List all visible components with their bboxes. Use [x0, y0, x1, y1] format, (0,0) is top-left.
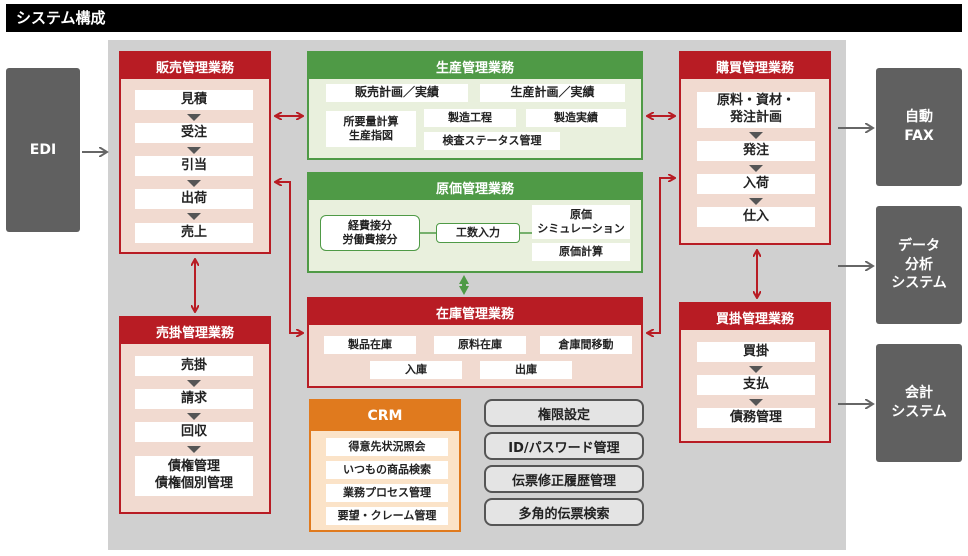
production-item: 所要量計算 生産指図 — [326, 111, 416, 147]
production-item: 販売計画／実績 — [326, 84, 468, 102]
id-password-management: ID/パスワード管理 — [484, 432, 644, 460]
analysis-box: データ 分析 システム — [876, 206, 962, 324]
fax-box: 自動 FAX — [876, 68, 962, 186]
crm-title: CRM — [311, 401, 459, 431]
crm-item: 得意先状況照会 — [326, 438, 448, 456]
receivable-step: 債権管理 債権個別管理 — [135, 456, 253, 496]
sales-step: 出荷 — [135, 189, 253, 209]
cost-title: 原価管理業務 — [309, 174, 641, 200]
production-title: 生産管理業務 — [309, 53, 641, 79]
purchase-step: 入荷 — [697, 174, 815, 194]
payable-step: 買掛 — [697, 342, 815, 362]
production-item: 生産計画／実績 — [480, 84, 625, 102]
flow-arrow-icon — [187, 413, 201, 420]
flow-arrow-icon — [187, 380, 201, 387]
receivable-step: 回収 — [135, 422, 253, 442]
inventory-item: 倉庫間移動 — [540, 336, 632, 354]
flow-arrow-icon — [749, 198, 763, 205]
purchase-step: 発注 — [697, 141, 815, 161]
purchase-step: 原料・資材・ 発注計画 — [697, 92, 815, 128]
sales-step: 売上 — [135, 223, 253, 243]
page-title: システム構成 — [6, 4, 962, 32]
crm-item: 業務プロセス管理 — [326, 484, 448, 502]
slip-revision-history: 伝票修正履歴管理 — [484, 465, 644, 493]
accounting-box: 会計 システム — [876, 344, 962, 462]
inventory-title: 在庫管理業務 — [309, 299, 641, 325]
flow-arrow-icon — [749, 399, 763, 406]
crm-item: いつもの商品検索 — [326, 461, 448, 479]
receivable-step: 売掛 — [135, 356, 253, 376]
crm-item: 要望・クレーム管理 — [326, 507, 448, 525]
payable-step: 債務管理 — [697, 408, 815, 428]
sales-step: 受注 — [135, 123, 253, 143]
production-item: 製造工程 — [424, 109, 516, 127]
inventory-item: 出庫 — [480, 361, 572, 379]
flow-arrow-icon — [749, 366, 763, 373]
inventory-item: 入庫 — [370, 361, 462, 379]
purchase-step: 仕入 — [697, 207, 815, 227]
sales-step: 引当 — [135, 156, 253, 176]
production-item: 製造実績 — [526, 109, 626, 127]
payable-title: 買掛管理業務 — [681, 304, 829, 330]
receivable-title: 売掛管理業務 — [121, 318, 269, 344]
flow-arrow-icon — [187, 213, 201, 220]
flow-arrow-icon — [187, 180, 201, 187]
purchase-title: 購買管理業務 — [681, 53, 829, 79]
production-item: 検査ステータス管理 — [424, 132, 560, 150]
flow-arrow-icon — [187, 147, 201, 154]
flow-arrow-icon — [749, 132, 763, 139]
sales-title: 販売管理業務 — [121, 53, 269, 79]
cost-item: 原価計算 — [532, 243, 630, 261]
cost-item: 原価 シミュレーション — [532, 205, 630, 239]
multi-slip-search: 多角的伝票検索 — [484, 498, 644, 526]
flow-arrow-icon — [187, 114, 201, 121]
flow-arrow-icon — [187, 446, 201, 453]
inventory-item: 原料在庫 — [434, 336, 526, 354]
payable-step: 支払 — [697, 375, 815, 395]
receivable-step: 請求 — [135, 389, 253, 409]
flow-arrow-icon — [749, 165, 763, 172]
inventory-item: 製品在庫 — [324, 336, 416, 354]
permission-settings: 権限設定 — [484, 399, 644, 427]
cost-item: 工数入力 — [436, 223, 520, 243]
edi-box: EDI — [6, 68, 80, 232]
cost-item: 経費接分 労働費接分 — [320, 215, 420, 251]
sales-step: 見積 — [135, 90, 253, 110]
